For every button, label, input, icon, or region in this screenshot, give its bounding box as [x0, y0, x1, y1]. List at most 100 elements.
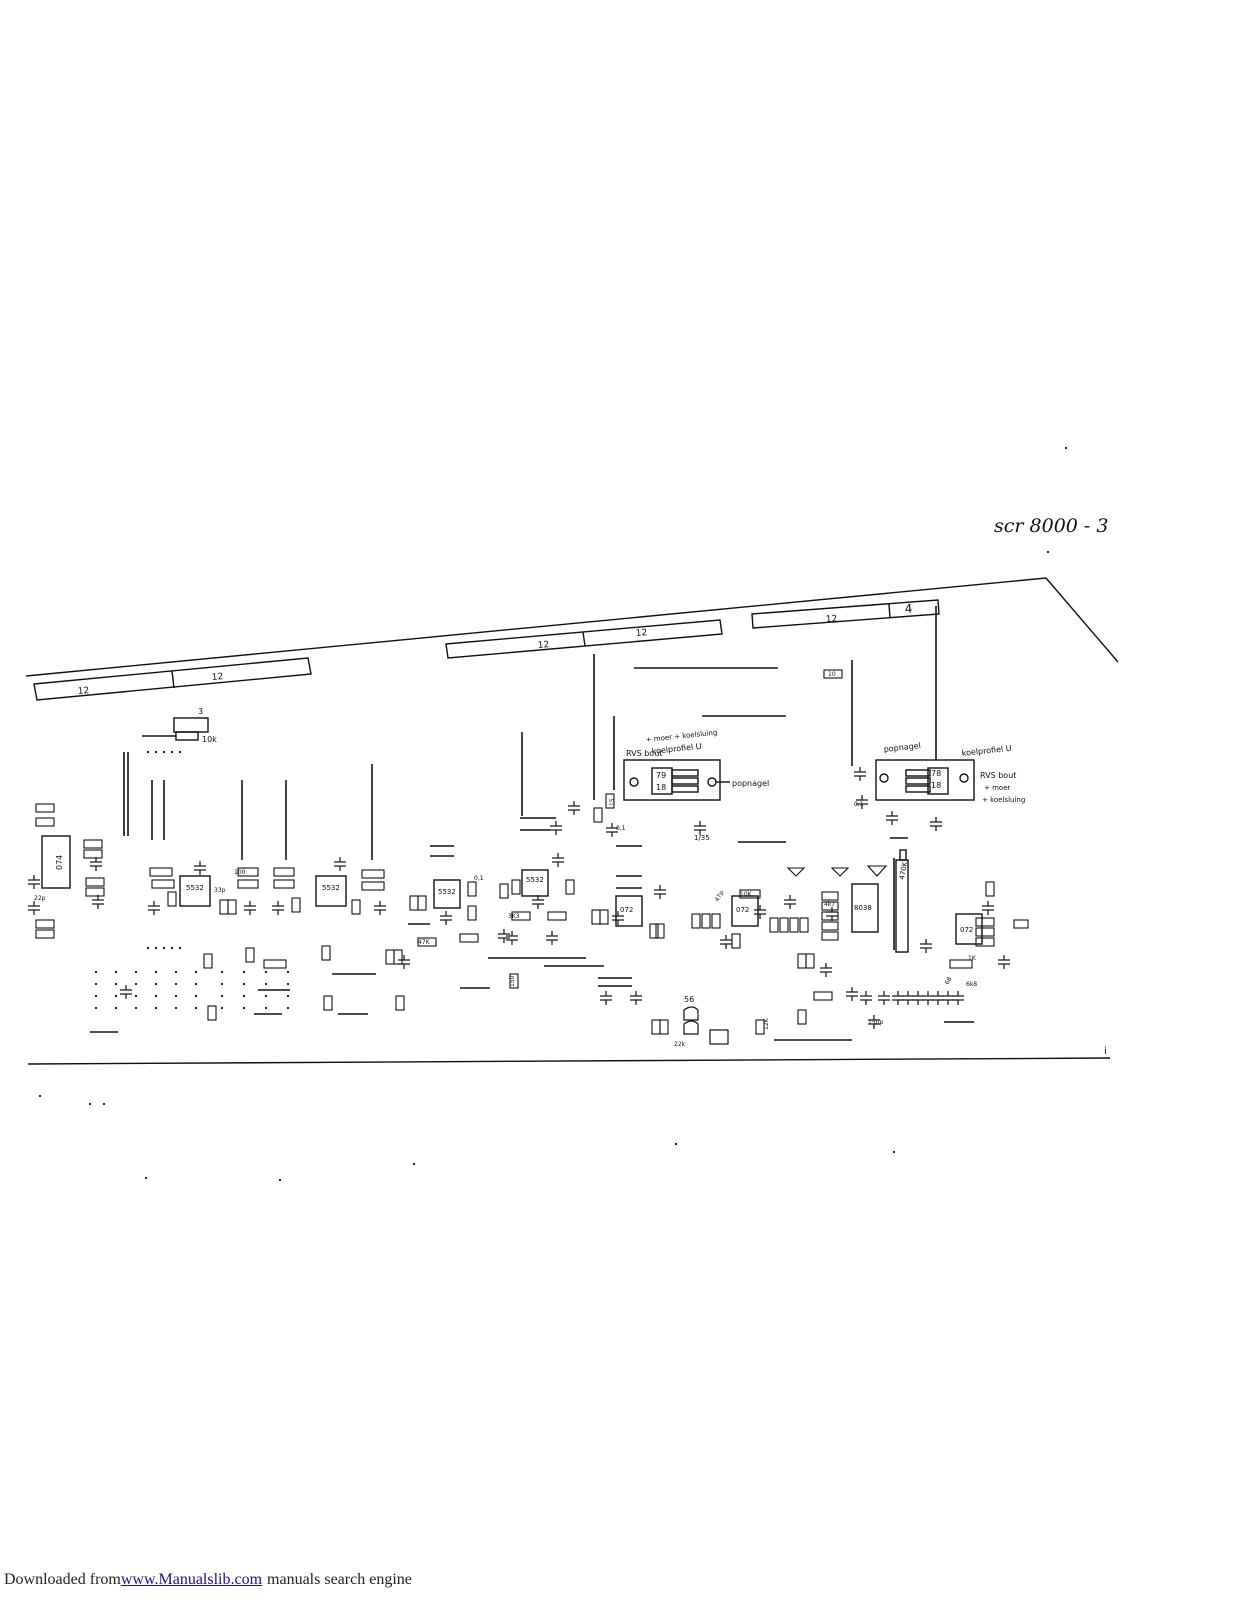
- resistor-footprint: [83, 849, 103, 859]
- vertical-traces: [123, 606, 937, 950]
- capacitor-symbol: [878, 991, 890, 1005]
- capacitor-symbol: [982, 901, 994, 915]
- connector-strip-right: [751, 599, 940, 629]
- pad-dot: [220, 1006, 224, 1010]
- footer-suffix: manuals search engine: [267, 1571, 412, 1588]
- value-label: 33p: [214, 887, 226, 894]
- capacitor-symbol: [720, 935, 732, 949]
- board-outline: [25, 577, 1119, 677]
- resistor-footprint: [701, 913, 711, 929]
- capacitor-symbol: [784, 895, 796, 909]
- pad-dot: [674, 1142, 678, 1146]
- capacitor-symbol: [546, 931, 558, 945]
- pad-dot: [220, 994, 224, 998]
- value-label: 6k8: [966, 981, 977, 988]
- capacitor-symbol: [856, 795, 868, 809]
- resistor-footprint: [789, 917, 799, 933]
- pad-dot: [154, 1006, 158, 1010]
- resistor-footprint: [291, 897, 301, 913]
- capacitor-symbol: [28, 875, 40, 889]
- reg-left-cap: 0,1: [616, 825, 626, 832]
- resistor-footprint: [797, 1009, 807, 1025]
- pad-dot: [264, 994, 268, 998]
- resistor-footprint: [605, 793, 615, 809]
- capacitor-symbol: [28, 901, 40, 915]
- capacitor-symbol: [334, 857, 346, 871]
- connector-label: 12: [77, 686, 89, 697]
- resistor-r10k: [142, 717, 209, 741]
- horizontal-traces: [90, 667, 974, 1041]
- resistor-footprint: [393, 949, 403, 965]
- pad-dot: [174, 970, 178, 974]
- resistor-footprint: [499, 883, 509, 899]
- pad-dot: [114, 1006, 118, 1010]
- ic-u4: [433, 879, 461, 909]
- ic-label: 072: [960, 926, 973, 934]
- ic-label: 072: [620, 906, 633, 914]
- ic-label: 074: [55, 855, 64, 870]
- resistor-footprint: [227, 899, 237, 915]
- resistor-footprint: [799, 917, 809, 933]
- ic-label: 5532: [322, 884, 340, 892]
- regulator-left: [623, 759, 730, 801]
- capacitor-symbol: [860, 991, 872, 1005]
- resistor-footprint: [565, 879, 575, 895]
- value-label: 150: [509, 975, 516, 987]
- pad-dot: [174, 982, 178, 986]
- pad-dot: [264, 982, 268, 986]
- resistor-footprint: [351, 899, 361, 915]
- reg-right-note: RVS bout: [980, 771, 1016, 780]
- capacitor-symbol: [868, 1015, 880, 1029]
- reg-left-note: popnagel: [732, 779, 769, 788]
- ic-u9: [955, 913, 983, 945]
- capacitor-symbol: [902, 991, 914, 1005]
- reg-right-note: + moer: [984, 784, 1010, 792]
- reg-left-note: + moer + koelsluing: [645, 729, 717, 744]
- resistor-footprint: [273, 879, 295, 889]
- board-baseline: [27, 1057, 1111, 1065]
- resistor-footprint: [85, 877, 105, 887]
- capacitor-symbol: [552, 853, 564, 867]
- resistor-footprint: [805, 953, 815, 969]
- pad-dot: [178, 750, 182, 754]
- pad-dot: [412, 1162, 416, 1166]
- pad-dot: [264, 970, 268, 974]
- reg-right-note: popnagel: [883, 741, 921, 754]
- resistor-footprint: [975, 927, 995, 937]
- resistor-footprint: [417, 895, 427, 911]
- sheet-title: scr 8000 - 3: [994, 515, 1108, 537]
- ic-label: 072: [736, 906, 749, 914]
- pad-dot: [134, 994, 138, 998]
- resistor-footprint: [821, 891, 839, 901]
- capacitor-symbol: [244, 901, 256, 915]
- footer-link[interactable]: www.Manualslib.com: [120, 1571, 263, 1588]
- value-label: 47K: [418, 939, 431, 946]
- pad-dot: [134, 1006, 138, 1010]
- resistor-array: [35, 669, 1029, 1035]
- capacitor-symbol: [272, 901, 284, 915]
- pad-dot: [114, 970, 118, 974]
- reg-right-note: + koelsluing: [982, 796, 1025, 804]
- value-label: 100: [234, 869, 246, 876]
- capacitor-symbol: [440, 911, 452, 925]
- capacitor-symbol: [930, 817, 942, 831]
- resistor-footprint: [655, 923, 665, 939]
- pad-dot: [1064, 446, 1068, 450]
- capacitor-symbol: [886, 811, 898, 825]
- pad-dot: [174, 1006, 178, 1010]
- pad-dot: [114, 994, 118, 998]
- capacitor-symbol: [148, 901, 160, 915]
- resistor-footprint: [83, 839, 103, 849]
- resistor-footprint: [691, 913, 701, 929]
- pad-dot: [278, 1178, 282, 1182]
- pad-dot: [174, 994, 178, 998]
- value-label: 56: [684, 995, 694, 1004]
- resistor-footprint: [509, 973, 519, 989]
- resistor-footprint: [151, 879, 175, 889]
- capacitor-symbol: [374, 901, 386, 915]
- resistor-footprint: [321, 945, 331, 961]
- resistor-footprint: [385, 949, 395, 965]
- connector-strip-middle: [445, 619, 723, 659]
- connector-strip-left: [33, 657, 312, 701]
- resistor-footprint: [823, 669, 843, 679]
